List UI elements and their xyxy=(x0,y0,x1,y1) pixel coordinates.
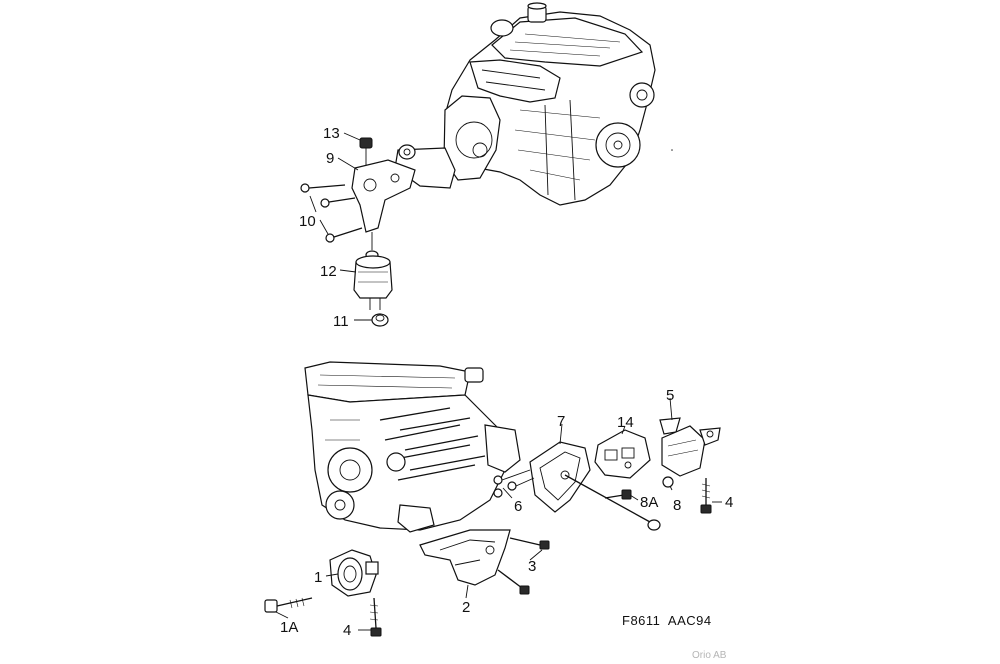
bracket-14 xyxy=(594,429,651,479)
callout-1A: 1A xyxy=(280,619,298,636)
washer-8 xyxy=(662,476,674,488)
callout-4-right: 4 xyxy=(725,494,733,511)
callout-14: 14 xyxy=(617,414,634,431)
copyright-watermark: Orio AB xyxy=(692,650,727,661)
bolt-8A xyxy=(604,489,632,500)
engine-mount-12 xyxy=(353,232,393,310)
nut-11 xyxy=(371,313,389,327)
callout-7: 7 xyxy=(557,413,565,430)
bolt-4-right xyxy=(700,478,712,514)
figure-reference-code: F8611 AAC94 xyxy=(622,613,712,628)
callout-8A: 8A xyxy=(640,494,658,511)
callout-10: 10 xyxy=(299,213,316,230)
callout-2: 2 xyxy=(462,599,470,616)
upper-engine-illustration xyxy=(394,2,656,206)
bolts-10 xyxy=(300,183,363,243)
bolts-6 xyxy=(493,469,535,498)
bracket-2 xyxy=(419,529,511,586)
callout-1: 1 xyxy=(314,569,322,586)
nut-13 xyxy=(359,137,373,165)
lower-engine-illustration xyxy=(304,361,521,533)
mount-5 xyxy=(659,417,721,477)
stray-mark xyxy=(671,149,673,151)
callout-6: 6 xyxy=(514,498,522,515)
mount-plate-7 xyxy=(529,441,591,513)
callout-12: 12 xyxy=(320,263,337,280)
callout-13: 13 xyxy=(323,125,340,142)
callout-11: 11 xyxy=(333,313,349,330)
bolts-3 xyxy=(497,537,550,595)
callout-8: 8 xyxy=(673,497,681,514)
callout-4-left: 4 xyxy=(343,622,351,639)
upper-mount-bracket xyxy=(351,144,416,233)
callout-9: 9 xyxy=(326,150,334,167)
bolt-4-left xyxy=(369,597,382,637)
callout-3: 3 xyxy=(528,558,536,575)
bolt-1A xyxy=(264,597,313,613)
long-bolt xyxy=(564,474,661,531)
callout-5: 5 xyxy=(666,387,674,404)
mount-1 xyxy=(329,549,379,597)
